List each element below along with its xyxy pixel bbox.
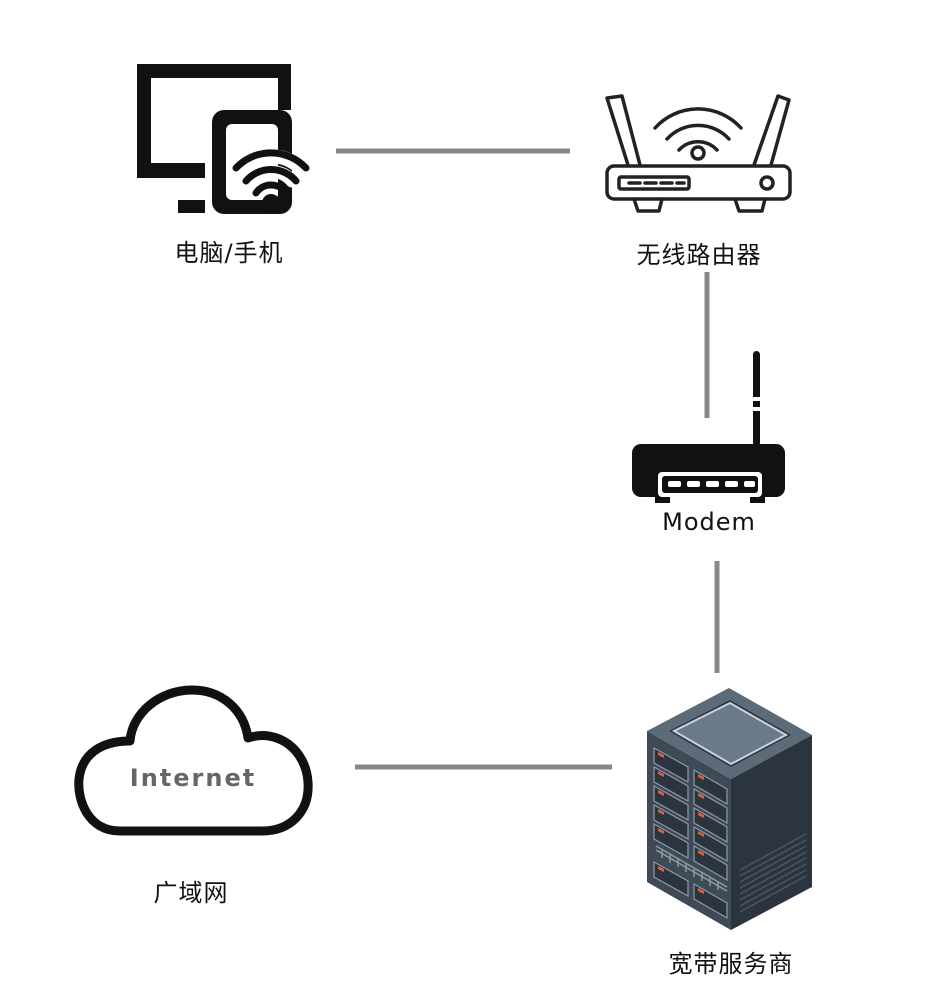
cloud-internet-text: Internet bbox=[130, 764, 256, 792]
modem-icon bbox=[632, 351, 785, 503]
devices-label: 电脑/手机 bbox=[174, 239, 284, 267]
cloud-icon: Internet bbox=[74, 685, 313, 836]
isp-label: 宽带服务商 bbox=[668, 950, 794, 978]
wan-label: 广域网 bbox=[153, 879, 229, 907]
router-label: 无线路由器 bbox=[636, 241, 762, 269]
wireless-router-icon bbox=[605, 94, 792, 213]
server-rack-icon bbox=[647, 688, 812, 930]
modem-label: Modem bbox=[662, 508, 756, 536]
computer-phone-wifi-icon bbox=[137, 64, 310, 214]
